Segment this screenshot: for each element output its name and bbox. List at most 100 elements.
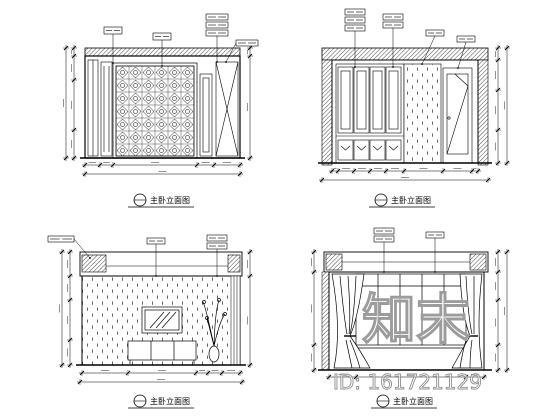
dimension-tick	[237, 162, 243, 168]
dimension-tick	[77, 379, 83, 385]
ceiling-block-left	[81, 254, 107, 273]
dimension-tick	[97, 162, 103, 168]
dimension-tick	[329, 168, 335, 174]
callout-tag	[205, 21, 229, 29]
dimension-tick	[205, 370, 211, 376]
dimension-tick	[495, 367, 501, 373]
dimension-tick	[211, 162, 217, 168]
curtain-strip	[230, 275, 241, 366]
watermark: 知末 ID: 161721129	[333, 287, 483, 394]
mirror-strip	[199, 73, 213, 157]
dimension-tick	[495, 87, 501, 93]
dimension-tick	[311, 342, 317, 348]
dimension-tick	[495, 249, 501, 255]
dimension-tick	[71, 77, 77, 83]
elevation-2-dimensions	[319, 45, 510, 183]
dimension-tick	[367, 168, 373, 174]
dimension-tick	[326, 374, 332, 380]
ceiling-block-right	[469, 253, 487, 271]
dimension-tick	[311, 367, 317, 373]
callout-leader	[457, 41, 467, 69]
dimension-tick	[82, 171, 88, 177]
dimension-tick	[481, 374, 487, 380]
elevation-3-title-block: 主卧立面图	[128, 394, 194, 409]
callout-leader	[73, 238, 91, 259]
callout-leader-dot	[225, 61, 227, 63]
dimension-tick	[504, 160, 510, 166]
dimension-tick	[71, 45, 77, 51]
dimension-tick	[79, 370, 85, 376]
dimension-tick	[67, 337, 73, 343]
callout-leader-dot	[216, 61, 218, 63]
elevation-1	[63, 13, 259, 177]
callout-leader	[225, 42, 237, 63]
elevation-2-title: 主卧立面图	[391, 195, 431, 205]
elevation-3-dimensions	[59, 249, 253, 385]
tv-cabinet	[127, 340, 197, 364]
elevation-2	[318, 8, 510, 183]
dimension-tick	[239, 379, 245, 385]
elevation-1-title-block: 主卧立面图	[128, 193, 194, 208]
dimension-tick	[311, 249, 317, 255]
right-wall-section	[477, 59, 489, 166]
elevation-4-dimensions	[311, 249, 510, 380]
callout-leader-dot	[216, 275, 218, 277]
elevation-4-title: 主卧立面图	[393, 396, 433, 406]
dimension-tick	[495, 45, 501, 51]
watermark-id: ID: 161721129	[333, 370, 482, 394]
dimension-tick	[125, 370, 131, 376]
left-wall-section	[321, 59, 333, 166]
callout-leader-dot	[392, 66, 394, 68]
dimension-tick	[351, 168, 357, 174]
dimension-tick	[504, 249, 510, 255]
callout-leader-dot	[421, 63, 423, 65]
elevation-1-dimensions	[63, 45, 253, 177]
dimension-tick	[247, 45, 253, 51]
dimension-tick	[237, 370, 243, 376]
callout-leader-dot	[434, 271, 436, 273]
ceiling-block-left	[325, 253, 343, 271]
callout-tag	[373, 227, 395, 235]
dimension-tick	[193, 370, 199, 376]
dimension-tick	[63, 45, 69, 51]
dimension-tick	[237, 171, 243, 177]
elevation-4-callouts	[373, 227, 445, 273]
cabinet-door	[215, 61, 239, 157]
dimension-tick	[67, 273, 73, 279]
elevation-4-title-block: 主卧立面图	[371, 394, 437, 409]
window	[352, 273, 470, 349]
elevation-1-title: 主卧立面图	[150, 195, 190, 205]
dimension-tick	[63, 155, 69, 161]
callout-tag	[205, 13, 229, 21]
curtain-right	[451, 273, 483, 369]
dimension-tick	[82, 162, 88, 168]
dimension-tick	[495, 57, 501, 63]
left-column	[87, 59, 113, 157]
elevation-2-title-block: 主卧立面图	[369, 193, 435, 208]
callout-leader	[421, 35, 436, 65]
dimension-tick	[504, 45, 510, 51]
elevation-1-callouts	[103, 13, 259, 67]
dimension-tick	[247, 362, 253, 368]
dimension-tick	[110, 162, 116, 168]
curtain-left	[331, 273, 371, 369]
callout-leader-dot	[383, 271, 385, 273]
dimension-tick	[247, 249, 253, 255]
dimension-tick	[219, 370, 225, 376]
dimension-tick	[475, 168, 481, 174]
elevation-2-callouts	[344, 8, 476, 69]
elevation-3-title: 主卧立面图	[150, 396, 190, 406]
dimension-tick	[67, 249, 73, 255]
callout-tag	[344, 16, 366, 24]
tv-screen	[141, 306, 183, 334]
callout-leader-dot	[112, 62, 114, 64]
dimension-tick	[67, 297, 73, 303]
callout-leader-dot	[354, 66, 356, 68]
dimension-tick	[311, 269, 317, 275]
dimension-tick	[247, 155, 253, 161]
ceiling-block-right	[227, 254, 241, 273]
callout-tag	[382, 13, 404, 21]
dimension-tick	[401, 168, 407, 174]
callout-leader-dot	[457, 67, 459, 69]
dimension-tick	[469, 168, 475, 174]
